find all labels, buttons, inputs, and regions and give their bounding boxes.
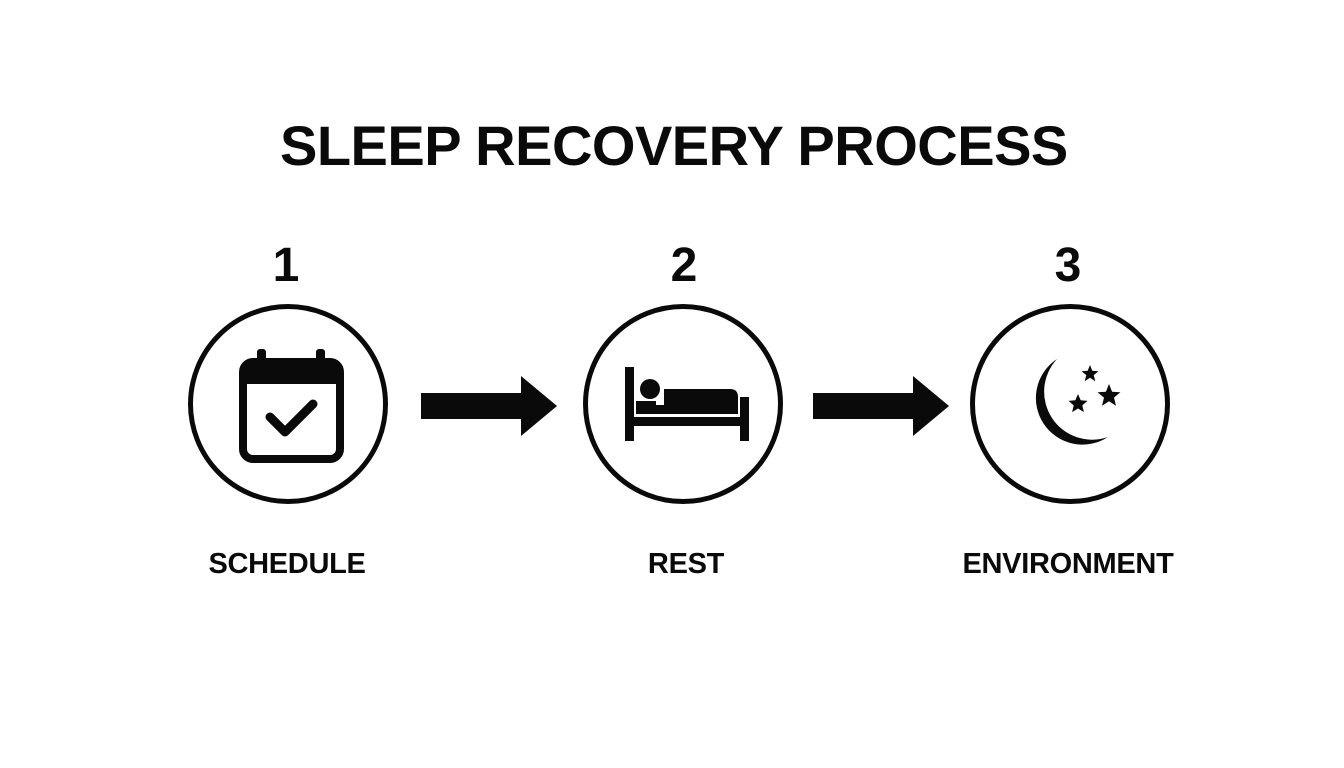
step-label-environment: ENVIRONMENT bbox=[962, 548, 1174, 580]
step-label-schedule: SCHEDULE bbox=[208, 548, 366, 580]
calendar-check-icon bbox=[239, 349, 344, 463]
arrow-right-icon bbox=[421, 376, 557, 436]
step-label-rest: REST bbox=[647, 548, 725, 580]
step-circle-1 bbox=[188, 304, 388, 504]
page-title: SLEEP RECOVERY PROCESS bbox=[280, 114, 1068, 177]
step-number-1: 1 bbox=[272, 239, 300, 292]
moon-stars-icon bbox=[1035, 359, 1121, 445]
step-circle-3 bbox=[970, 304, 1170, 504]
step-number-3: 3 bbox=[1054, 239, 1082, 292]
bed-person-icon bbox=[625, 367, 749, 441]
arrow-right-icon bbox=[813, 376, 949, 436]
step-number-2: 2 bbox=[670, 239, 698, 292]
step-circle-2 bbox=[583, 304, 783, 504]
